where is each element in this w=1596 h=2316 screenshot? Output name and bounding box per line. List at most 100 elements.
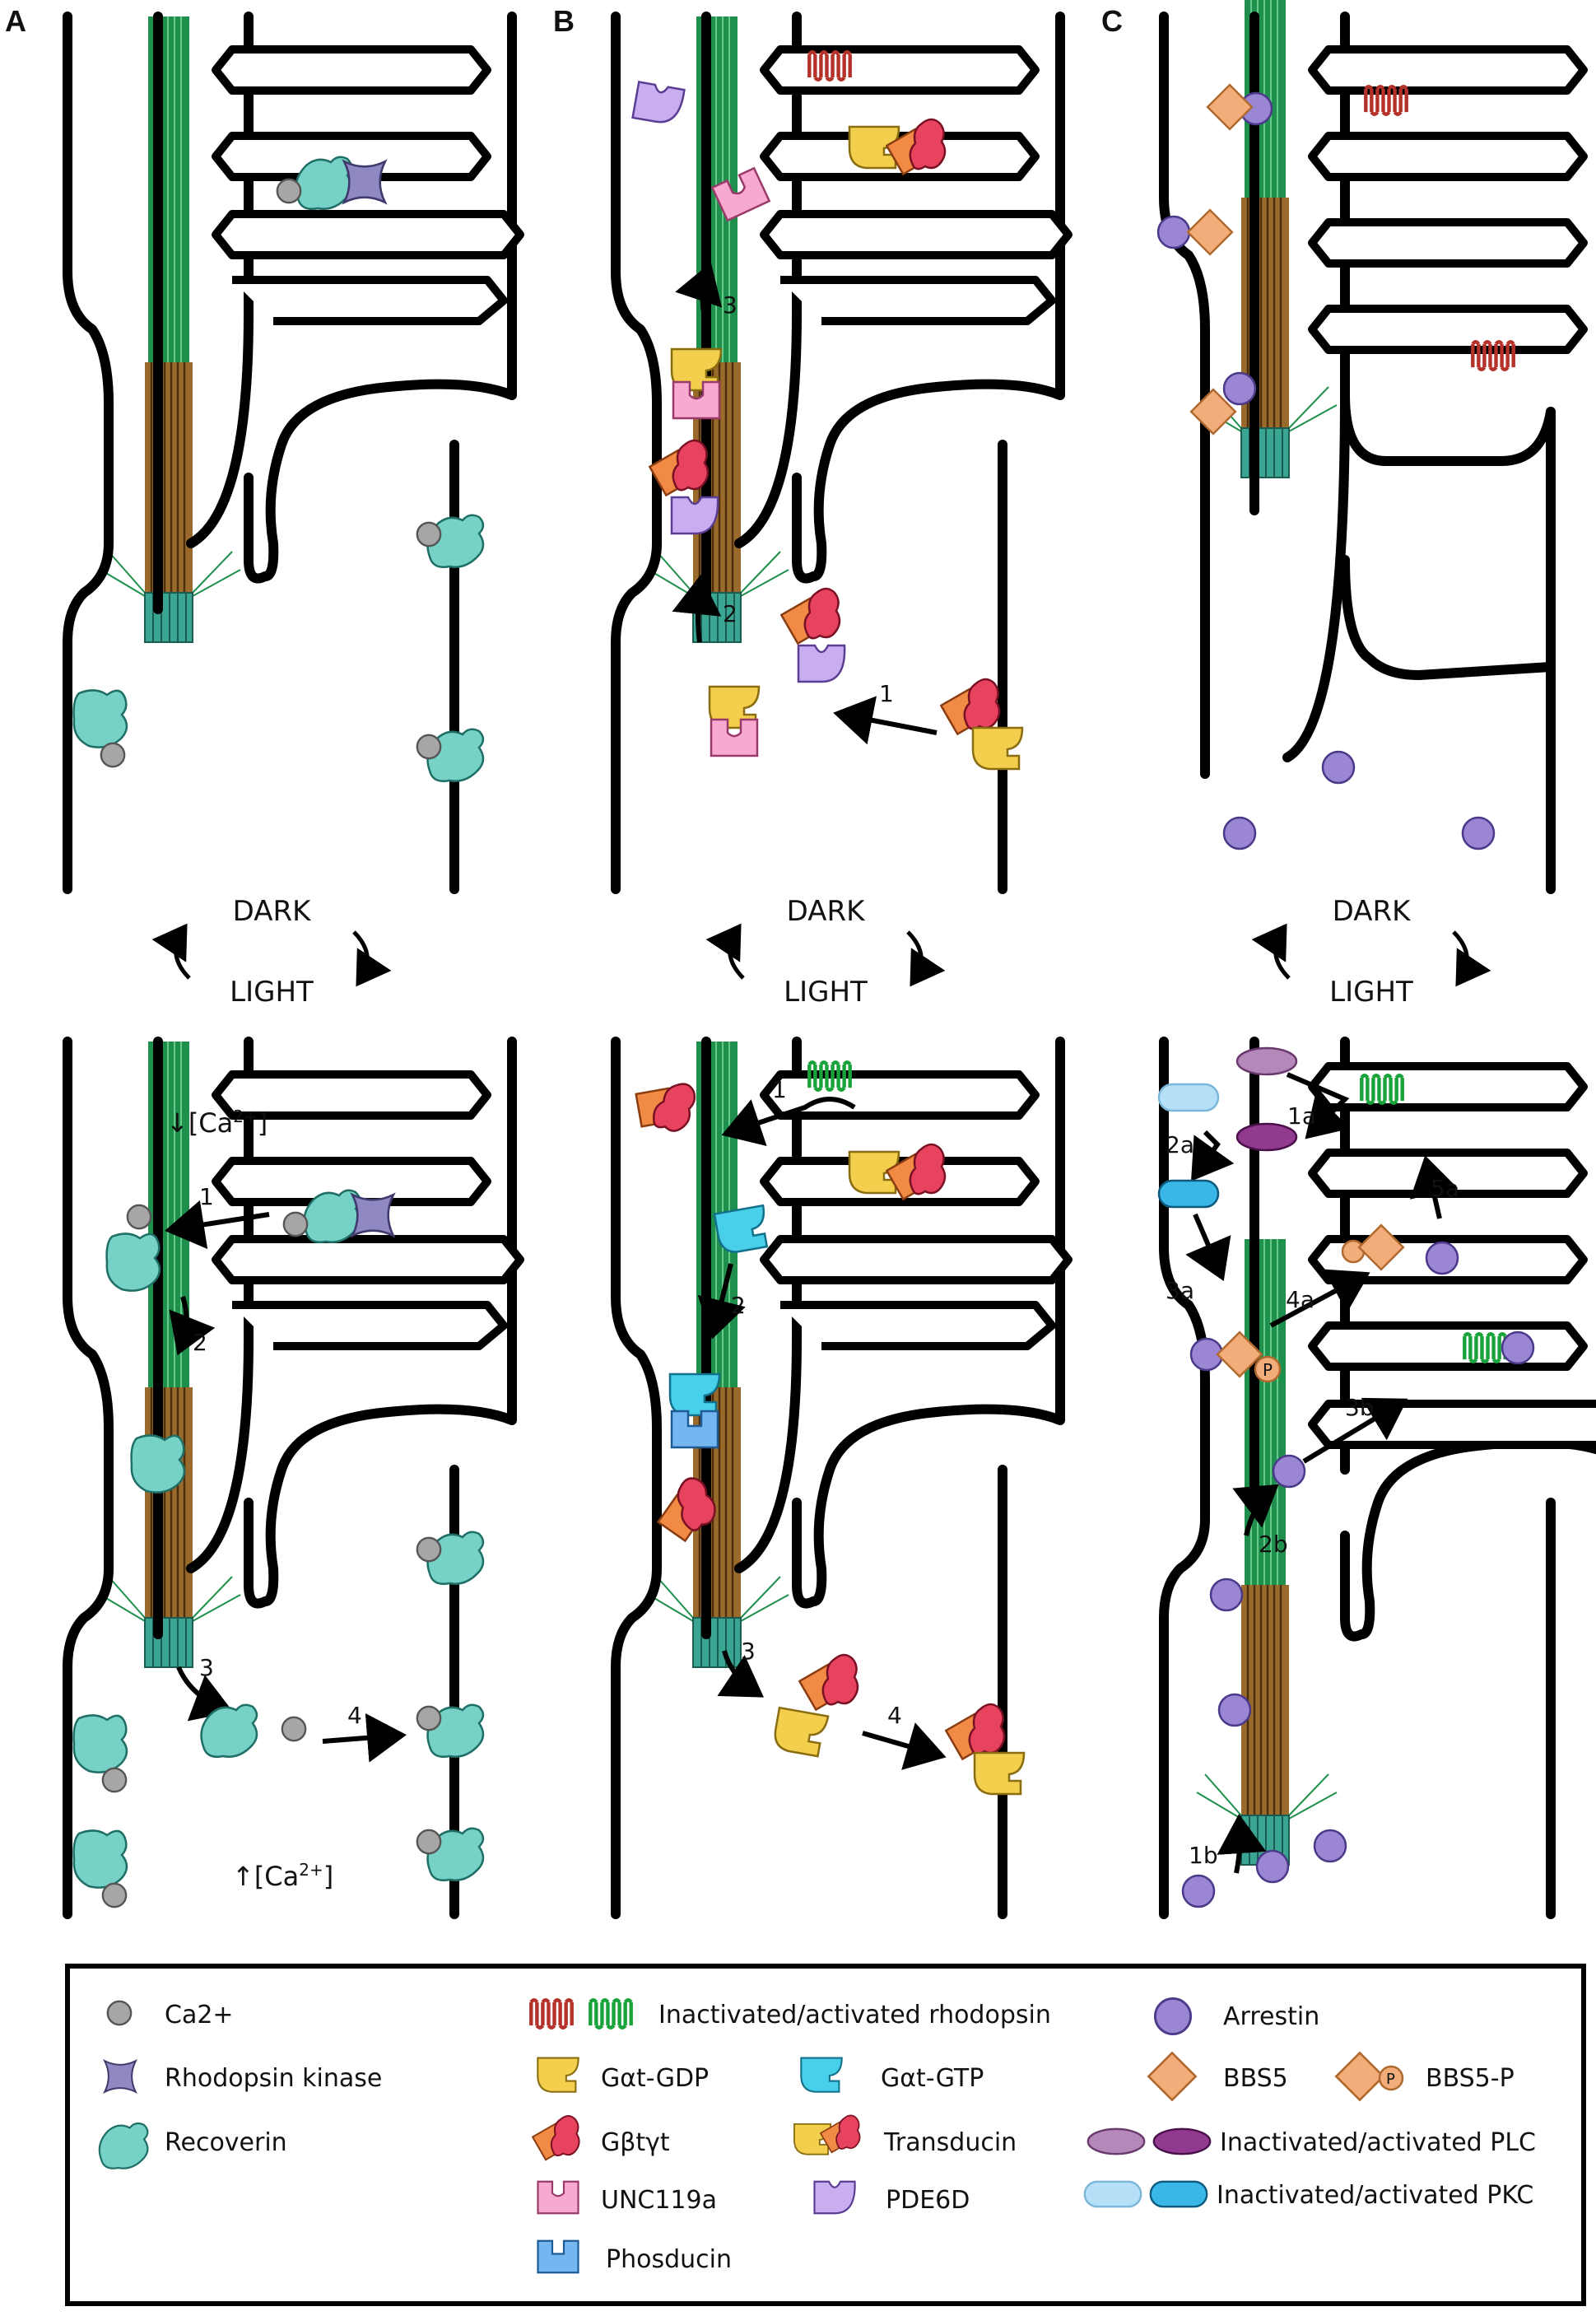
arrestin-icon bbox=[1255, 1849, 1290, 1884]
cycle-a: DARK LIGHT bbox=[151, 895, 392, 1009]
legend-label: Inactivated/activated rhodopsin bbox=[658, 2001, 1051, 2029]
gbetagamma-icon bbox=[625, 1068, 701, 1142]
step-arrow bbox=[1409, 1155, 1459, 1219]
phospho-label: P bbox=[1386, 2071, 1395, 2088]
panel-b-light: 1 2 3 4 bbox=[616, 1042, 1068, 1914]
arrestin-icon bbox=[1217, 1693, 1252, 1727]
recoverin-icon bbox=[72, 1829, 128, 1889]
rhodopsin-kinase-icon bbox=[342, 160, 387, 204]
gbetagamma-icon bbox=[798, 1653, 859, 1711]
arrestin-icon bbox=[1222, 816, 1257, 850]
legend-label: PDE6D bbox=[886, 2186, 970, 2215]
ca-down-label: ↓[Ca2+] bbox=[166, 1107, 268, 1139]
recoverin-icon bbox=[200, 1703, 258, 1759]
pkc-icon bbox=[1157, 1083, 1220, 1112]
transducin-icon bbox=[971, 726, 1024, 771]
light-label: LIGHT bbox=[1329, 976, 1413, 1009]
calcium-icon bbox=[101, 1767, 128, 1793]
legend-label: Transducin bbox=[883, 2128, 1017, 2157]
step-arrow bbox=[1185, 1213, 1231, 1282]
calcium-icon bbox=[416, 1829, 442, 1855]
step-arrow bbox=[862, 1722, 947, 1770]
transducin-icon bbox=[945, 1703, 1006, 1760]
legend-label: UNC119a bbox=[601, 2186, 717, 2215]
step-label: 1 bbox=[772, 1076, 787, 1103]
legend-label: Inactivated/activated PLC bbox=[1220, 2128, 1536, 2157]
arrestin-icon bbox=[1153, 1997, 1193, 2036]
step-arrow bbox=[165, 1200, 270, 1250]
step-label: 3b bbox=[1345, 1394, 1375, 1421]
step-label: 4a bbox=[1286, 1286, 1314, 1313]
transducin-icon bbox=[973, 1751, 1026, 1796]
step-label: 1b bbox=[1189, 1842, 1218, 1869]
step-arrow bbox=[1302, 1397, 1408, 1464]
cycle-c: DARK LIGHT bbox=[1251, 895, 1491, 1009]
legend-label: BBS5-P bbox=[1426, 2064, 1515, 2093]
panel-c-light: 1a 2a 3a P 4a 5a 3b 2b 1b bbox=[1157, 1037, 1596, 1919]
calcium-icon bbox=[106, 2000, 133, 2026]
calcium-icon bbox=[126, 1204, 152, 1230]
calcium-icon bbox=[100, 742, 126, 768]
step-label: 2 bbox=[193, 1329, 207, 1356]
panel-a-light: ↓[Ca2+] 1 2 3 4 ↑[Ca2+] bbox=[67, 1042, 520, 1914]
arrestin-icon bbox=[1272, 1454, 1306, 1489]
step-label: 3 bbox=[741, 1638, 756, 1665]
light-label: LIGHT bbox=[784, 976, 868, 1009]
legend-label: Gβtγt bbox=[601, 2128, 670, 2157]
step-arrow bbox=[176, 1666, 234, 1722]
bbs5-icon bbox=[1186, 208, 1234, 256]
galpha-gdp-icon bbox=[771, 1706, 830, 1759]
phospho-icon bbox=[1378, 2065, 1404, 2091]
step-label: 2b bbox=[1259, 1531, 1288, 1558]
legend-label: BBS5 bbox=[1223, 2064, 1288, 2093]
step-label: 1 bbox=[879, 680, 894, 707]
bbs5-icon bbox=[1341, 1239, 1366, 1264]
calcium-icon bbox=[416, 734, 442, 760]
step-arrow bbox=[1269, 1269, 1370, 1328]
calcium-icon bbox=[281, 1716, 307, 1742]
legend-label: Arrestin bbox=[1223, 2002, 1319, 2031]
cycle-b: DARK LIGHT bbox=[705, 895, 946, 1009]
step-label: 2a bbox=[1166, 1131, 1194, 1158]
pkc-icon bbox=[1083, 2180, 1142, 2208]
pde6d-icon bbox=[797, 644, 846, 683]
arrestin-icon bbox=[1321, 750, 1356, 785]
gbetagamma-icon bbox=[780, 587, 841, 645]
step-arrow bbox=[675, 262, 723, 318]
step-label: 4 bbox=[887, 1702, 902, 1729]
step-arrow bbox=[717, 1650, 764, 1698]
legend: Ca2+ Rhodopsin kinase Recoverin Inactiva… bbox=[65, 1964, 1586, 2306]
calcium-icon bbox=[416, 1536, 442, 1563]
pkc-icon bbox=[1149, 2180, 1208, 2208]
step-arrow bbox=[697, 1263, 746, 1340]
legend-label: Rhodopsin kinase bbox=[165, 2064, 382, 2093]
panel-letter-b: B bbox=[553, 4, 575, 38]
legend-label: Gαt-GDP bbox=[601, 2064, 709, 2093]
step-label: 2 bbox=[731, 1292, 746, 1319]
step-label: 3 bbox=[723, 291, 738, 319]
step-arrow bbox=[1232, 1484, 1279, 1536]
step-arrow bbox=[721, 1097, 856, 1147]
legend-label: Inactivated/activated PKC bbox=[1217, 2181, 1533, 2210]
ca-up-label: ↑[Ca2+] bbox=[232, 1860, 333, 1892]
light-label: LIGHT bbox=[230, 976, 314, 1009]
plc-icon bbox=[1235, 1122, 1298, 1152]
phospho-label: P bbox=[1263, 1360, 1273, 1380]
recoverin-icon bbox=[72, 1714, 128, 1773]
legend-label: Recoverin bbox=[165, 2128, 287, 2157]
legend-label: Ca2+ bbox=[165, 2001, 234, 2029]
recoverin-icon bbox=[105, 1233, 161, 1292]
recoverin-icon bbox=[72, 689, 128, 748]
step-arrow bbox=[1217, 1814, 1267, 1874]
step-arrow bbox=[1286, 1072, 1351, 1139]
step-arrow bbox=[169, 1296, 216, 1356]
panel-letter-c: C bbox=[1101, 4, 1123, 38]
legend-label: Gαt-GTP bbox=[881, 2064, 984, 2093]
arrestin-icon bbox=[1425, 1241, 1459, 1275]
recoverin-icon bbox=[130, 1434, 186, 1494]
step-label: 3 bbox=[199, 1654, 214, 1681]
calcium-icon bbox=[282, 1211, 309, 1237]
calcium-icon bbox=[416, 521, 442, 548]
step-label: 4 bbox=[347, 1702, 362, 1729]
